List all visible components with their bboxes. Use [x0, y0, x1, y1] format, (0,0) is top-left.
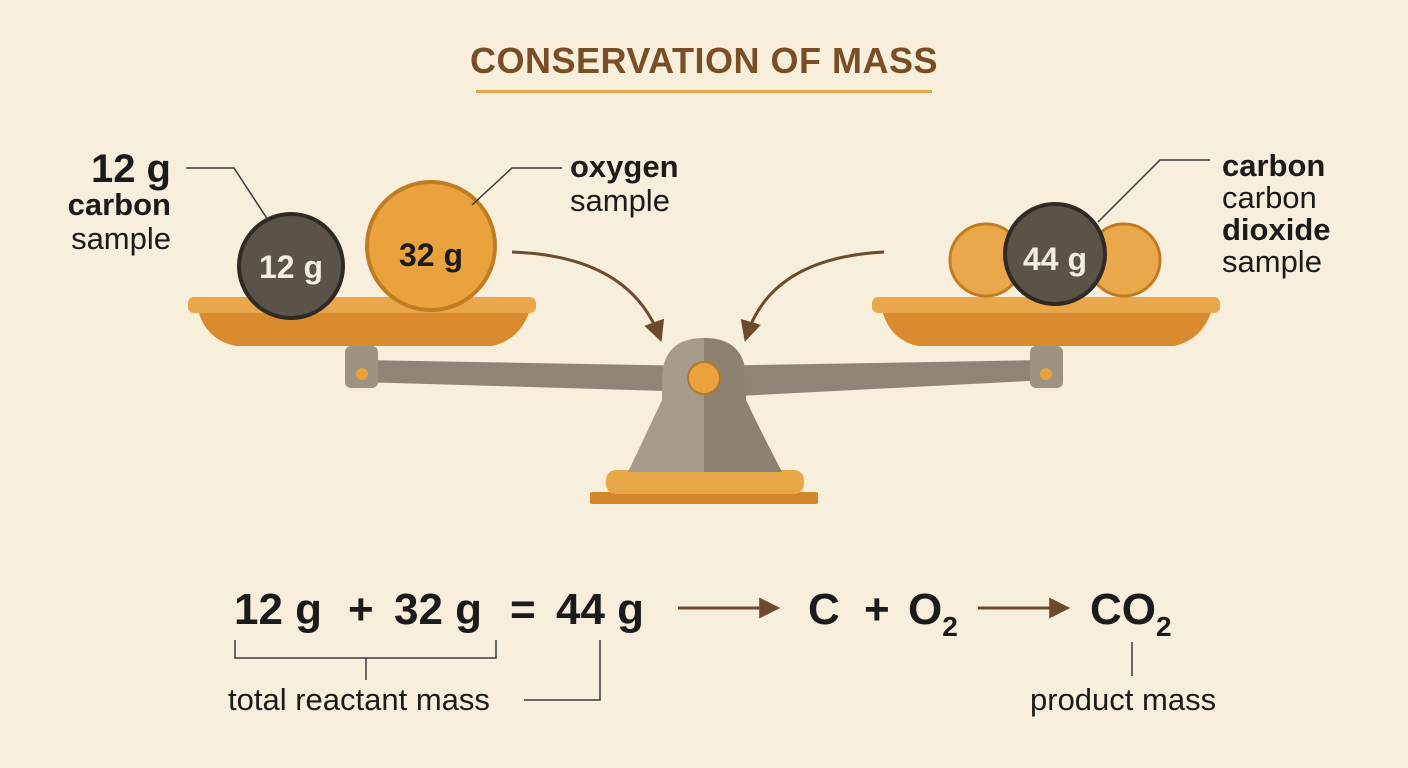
scale-pillar	[628, 338, 782, 472]
co2-line-3: dioxide	[1222, 212, 1331, 247]
title-underline	[476, 90, 932, 93]
left-curved-arrow	[511, 250, 665, 342]
equation-plus-2: +	[864, 585, 890, 634]
co2-line-4: sample	[1222, 244, 1322, 279]
carbon-ball-label: 12 g	[259, 249, 323, 285]
equation-reactant-c: C	[808, 585, 840, 634]
reactant-mass-caption: total reactant mass	[228, 682, 490, 717]
equation-brackets	[234, 640, 1133, 701]
equation-product-co2: CO2	[1090, 585, 1172, 642]
co2-ball-group: 44 g	[948, 202, 1162, 306]
leader-lines	[186, 159, 1210, 223]
equation-mass-2: 32 g	[394, 585, 483, 634]
equation-plus-1: +	[348, 585, 374, 634]
carbon-mass-text: 12 g	[90, 147, 171, 191]
o-subscript: 2	[942, 611, 958, 642]
carbon-sample-label: 12 g carbon sample	[56, 147, 171, 256]
o-symbol: O	[908, 585, 943, 634]
oxygen-sample-label: oxygen sample	[570, 150, 679, 218]
left-pan	[188, 297, 536, 346]
co2-line-1: carbon	[1222, 148, 1326, 183]
equation-mass-1: 12 g	[234, 585, 323, 634]
co2-sample-label: carbon carbon dioxide sample	[1222, 150, 1331, 278]
oxygen-sample-text: sample	[570, 183, 670, 218]
co-symbol: CO	[1090, 585, 1156, 634]
carbon-ball: 12 g	[237, 212, 345, 320]
oxygen-ball: 32 g	[365, 180, 497, 312]
oxygen-ball-label: 32 g	[399, 237, 463, 273]
carbon-name-text: carbon	[67, 187, 171, 222]
equation-equals: =	[510, 585, 536, 634]
right-curved-arrow	[740, 250, 885, 343]
co2-line-2: carbon	[1222, 180, 1317, 215]
equation-reactant-o2: O2	[908, 585, 958, 642]
scale-beam	[345, 346, 1063, 398]
co2-ball-label: 44 g	[1023, 241, 1087, 277]
oxygen-name-text: oxygen	[570, 149, 679, 184]
equation-mass-3: 44 g	[556, 585, 645, 634]
carbon-sample-text: sample	[71, 221, 171, 256]
scale-base	[590, 470, 818, 504]
page-title: CONSERVATION OF MASS	[469, 40, 939, 81]
co2-subscript: 2	[1156, 611, 1172, 642]
product-mass-caption: product mass	[1030, 682, 1217, 717]
